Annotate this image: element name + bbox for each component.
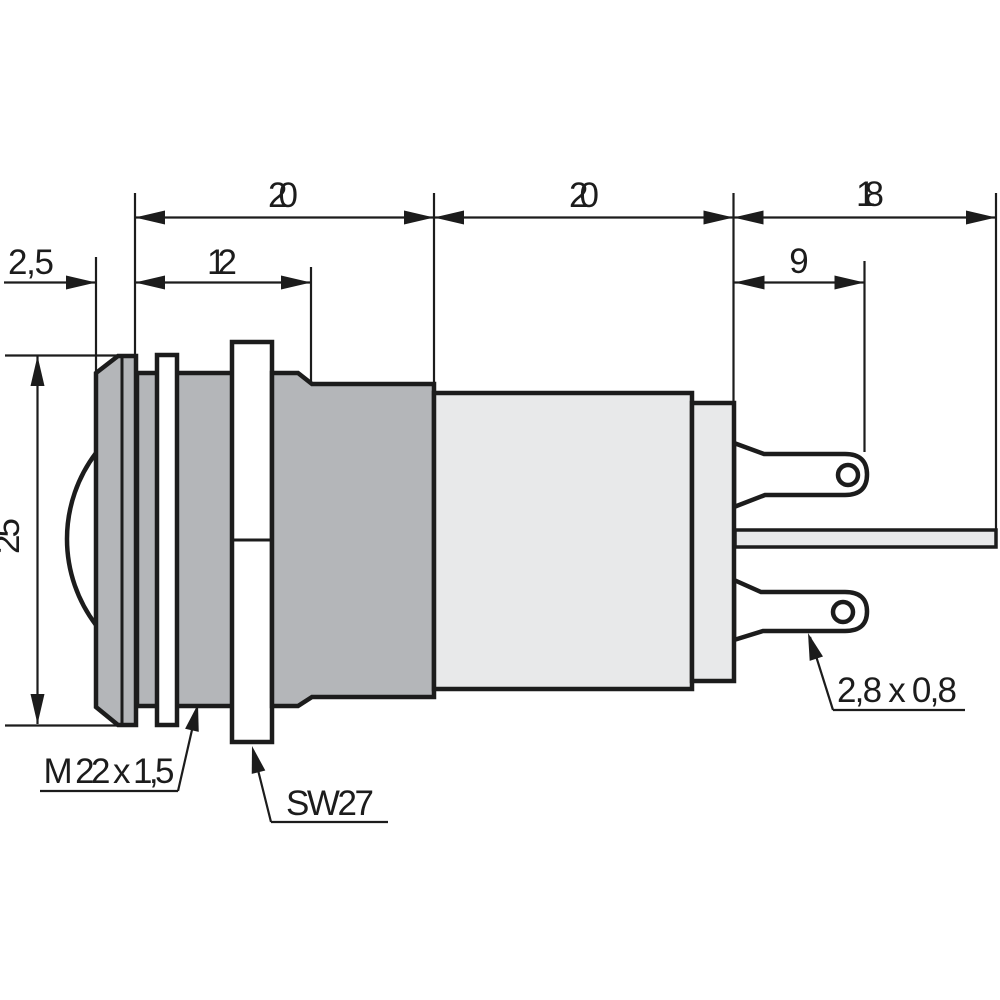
leader-lines [40, 633, 965, 824]
lower-lug-hole [830, 599, 856, 625]
dim-text-front-length: 20 [268, 176, 298, 215]
extension-lines [5, 193, 998, 727]
arrow-12-left [135, 275, 165, 290]
arrow-20a-right [404, 210, 434, 225]
lens-dome-arc [64, 451, 98, 627]
dim-text-bezel-depth: 2,5 [8, 243, 54, 282]
arrow-25-top [30, 356, 45, 386]
lower-solder-lug [731, 576, 870, 644]
mid-body-section [269, 370, 437, 709]
arrow-18-left [733, 210, 764, 225]
arrow-25-bottom [30, 694, 45, 724]
dimension-texts: 20 20 18 2,5 12 9 25 [0, 175, 884, 554]
lamp-side-view [64, 339, 998, 745]
label-thread-spec: M 22 x 1,5 [44, 752, 175, 791]
dim-text-thread-length: 12 [207, 243, 237, 282]
end-cap [689, 400, 737, 684]
label-wrench-size: SW27 [286, 784, 374, 823]
arrow-9-right [834, 275, 865, 290]
dim-text-terminal-length: 18 [856, 175, 884, 214]
hex-nut [229, 339, 275, 745]
arrow-thread-spec [185, 704, 199, 732]
arrow-20a-left [135, 210, 165, 225]
front-bezel-ring [93, 353, 139, 728]
arrow-12-right [281, 275, 311, 290]
arrow-20b-right [703, 210, 734, 225]
dim-text-hole-offset: 9 [789, 242, 808, 281]
arrow-9-left [734, 275, 765, 290]
arrow-wrench-size [251, 746, 266, 774]
dim-text-rear-length: 20 [569, 176, 599, 215]
threaded-sleeve [134, 370, 236, 709]
arrow-2-5-right [66, 275, 96, 290]
rear-housing [431, 390, 695, 692]
upper-solder-lug [731, 439, 870, 511]
label-terminal-size: 2,8 x 0,8 [837, 671, 957, 710]
arrow-terminal-size [808, 633, 824, 661]
center-terminal [733, 528, 998, 549]
dim-text-bezel-diameter: 25 [0, 518, 27, 554]
arrow-20b-left [434, 210, 464, 225]
upper-lug-hole [835, 462, 861, 488]
arrow-18-right [966, 210, 996, 225]
callout-labels: M 22 x 1,5 SW27 2,8 x 0,8 [44, 671, 958, 823]
lock-washer [154, 352, 180, 728]
dimension-arrowheads [30, 210, 996, 724]
